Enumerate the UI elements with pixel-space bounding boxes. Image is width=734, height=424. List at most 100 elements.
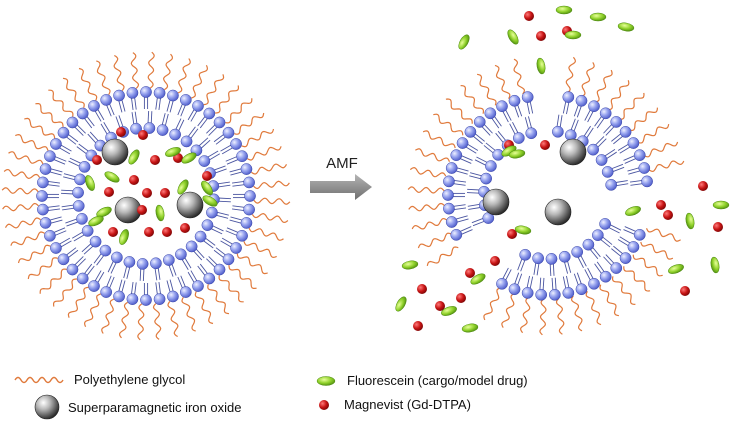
lipid-tail (619, 146, 632, 154)
lipid-tail (464, 146, 477, 154)
magnevist-molecule (138, 130, 148, 140)
lipid-tail (72, 231, 84, 239)
lipid-head-inner (587, 143, 599, 156)
lipid-head-inner (558, 250, 571, 263)
lipid-head-outer (588, 100, 600, 113)
lipid-tail (213, 249, 225, 259)
lipid-tail (599, 238, 611, 248)
lipid-tail (118, 279, 123, 293)
fluorescein-molecule (401, 260, 419, 270)
fluorescein-molecule (177, 179, 189, 195)
lipid-tail (623, 229, 636, 236)
lipid-head-outer (76, 107, 89, 120)
lipid-head-inner (201, 219, 214, 231)
lipid-head-inner (175, 248, 187, 261)
lipid-tail (65, 136, 77, 145)
lipid-tail (630, 183, 644, 186)
lipid-tail (220, 144, 233, 152)
peg-chain (3, 168, 41, 180)
lipid-head-outer (464, 126, 477, 138)
magnevist-molecule (180, 223, 190, 233)
lipid-tail (614, 180, 628, 184)
legend-item-magnevist: Magnevist (Gd-DTPA) (316, 397, 471, 412)
peg-chain (460, 85, 484, 114)
peg-chain (162, 53, 174, 91)
amf-label: AMF (326, 155, 358, 172)
lipid-tail (76, 123, 86, 134)
lipid-tail (516, 273, 523, 287)
lipid-tail (187, 108, 196, 121)
lipid-tail (47, 208, 61, 212)
peg-chain (645, 228, 681, 242)
lipid-tail (54, 155, 67, 162)
lipid-head-outer (508, 283, 521, 296)
lipid-tail (123, 265, 128, 279)
lipid-head-inner (111, 251, 123, 264)
lipid-tail (573, 273, 580, 287)
lipid-tail (527, 116, 533, 130)
lipid-tail (49, 168, 63, 173)
lipid-head-outer (44, 229, 56, 242)
lipid-head-outer (179, 94, 192, 106)
lipid-tail (215, 136, 227, 145)
lipid-head-inner (198, 155, 211, 167)
lipid-tail (183, 256, 192, 269)
lipid-tail (118, 99, 123, 113)
fluorescein-molecule (104, 171, 120, 183)
magnevist-molecule (92, 155, 102, 165)
lipid-tail (453, 179, 467, 183)
iron-oxide-sphere-icon (34, 394, 60, 420)
lipid-tail (603, 256, 613, 267)
lipid-tail (229, 168, 243, 173)
lipid-tail (467, 188, 481, 191)
lipid-tail (467, 203, 481, 207)
peg-chain (62, 77, 85, 108)
lipid-tail (187, 271, 196, 284)
peg-chain (228, 265, 257, 289)
lipid-tail (63, 173, 77, 178)
lipid-tail (105, 275, 112, 288)
peg-chain (167, 301, 179, 338)
amf-arrow: AMF (310, 155, 372, 200)
lipid-tail (158, 97, 162, 111)
lipid-tail (504, 269, 512, 282)
lipid-head-inner (582, 238, 595, 251)
lipid-tail (605, 254, 616, 265)
peg-chain (17, 244, 51, 264)
lipid-tail (474, 132, 485, 142)
lipid-head-outer (37, 203, 49, 216)
lipid-head-inner (532, 252, 544, 265)
lipid-head-outer (599, 107, 612, 120)
lipid-tail (617, 239, 630, 247)
peg-chain-icon (14, 376, 64, 383)
magnevist-molecule (160, 188, 170, 198)
legend-item-fluorescein: Fluorescein (cargo/model drug) (313, 373, 528, 388)
iron-oxide-particle (101, 138, 129, 166)
lipid-head-inner (591, 229, 604, 242)
lipid-tail (220, 240, 233, 248)
lipid-tail (67, 249, 79, 259)
peg-chain (27, 257, 58, 280)
lipid-tail (570, 118, 576, 132)
lipid-tail (46, 205, 60, 208)
peg-chain (426, 246, 459, 267)
magnevist-molecule (656, 200, 666, 210)
lipid-tail (69, 157, 82, 165)
lipid-tail (208, 256, 219, 266)
fluorescein-molecule (555, 5, 573, 15)
peg-chain (218, 275, 244, 303)
lipid-tail (474, 159, 487, 167)
lipid-head-inner (72, 200, 85, 212)
lipid-tail (225, 230, 238, 237)
lipid-head-outer (521, 287, 534, 299)
peg-chain (555, 298, 565, 335)
lipid-tail (94, 270, 102, 283)
lipid-head-outer (192, 100, 204, 112)
lipid-head-inner (72, 186, 84, 199)
peg-chain (539, 298, 547, 336)
lipid-tail (573, 103, 580, 117)
lipid-head-outer (222, 126, 235, 139)
lipid-head-outer (619, 126, 632, 138)
